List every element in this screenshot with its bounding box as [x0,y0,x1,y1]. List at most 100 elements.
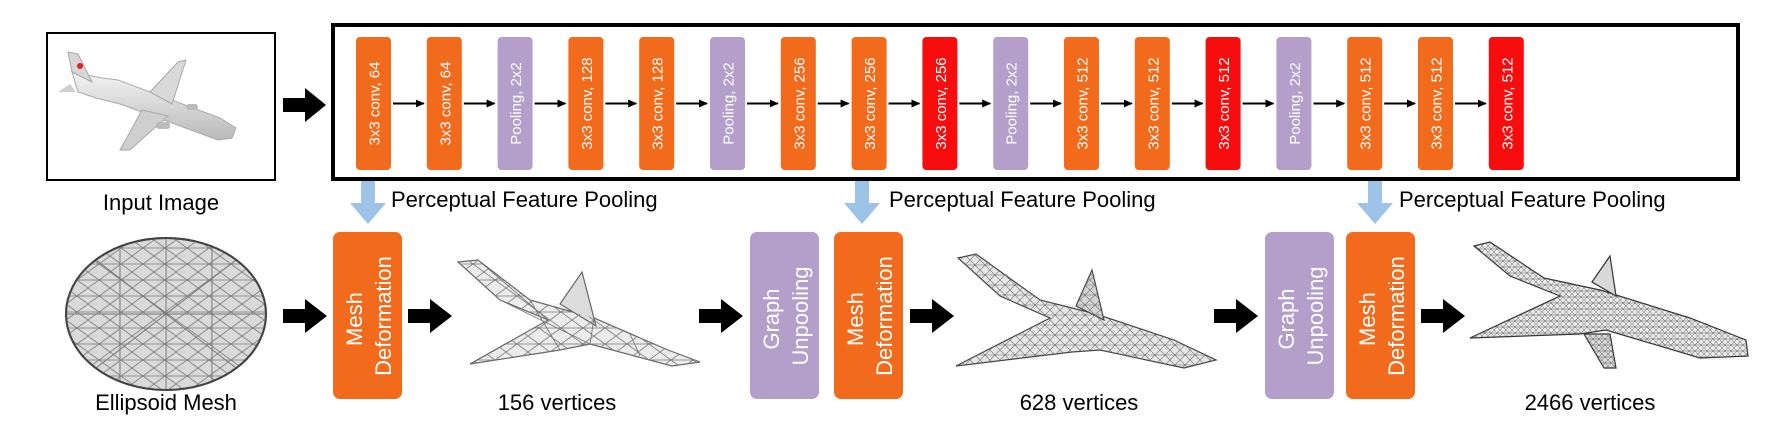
graph-unpooling-line-2: Unpooling [788,266,813,365]
perceptual-pooling-1: Perceptual Feature Pooling [350,181,658,224]
cnn-layer-label: 3x3 conv, 512 [1358,57,1375,149]
mesh-deformation-line-1: Mesh [1355,292,1380,346]
cnn-layer-box [497,37,533,170]
cnn-layer-box [426,37,462,170]
graph-unpooling-line-1: Graph [1274,288,1299,349]
medium-airplane-mesh-icon [955,253,1218,369]
cnn-layer-conv: 3x3 conv, 256 [851,37,887,170]
cnn-layer-label: Pooling, 2x2 [721,62,738,145]
cnn-layer-box [993,37,1029,170]
mesh-deformation-block-3: Mesh Deformation [1346,232,1415,399]
cnn-layer-conv: 3x3 conv, 64 [426,37,462,170]
vertices-label-3: 2466 vertices [1525,390,1656,415]
cnn-layer-label: 3x3 conv, 512 [1075,57,1092,149]
cnn-layer-box [922,37,958,170]
fine-airplane-mesh-icon [1469,241,1749,369]
cnn-layer-box [639,37,675,170]
vertices-label-2: 628 vertices [1020,390,1139,415]
cnn-layer-conv: 3x3 conv, 512 [1347,37,1383,170]
cnn-layer-label: 3x3 conv, 256 [933,57,950,149]
cnn-layer-label: 3x3 conv, 128 [579,57,596,149]
perceptual-pooling-label: Perceptual Feature Pooling [1399,187,1666,212]
feature-arrow-shaft [361,181,375,205]
cnn-layer-label: 3x3 conv, 128 [650,57,667,149]
feature-arrow-head [844,203,880,224]
cnn-layer-box [1205,37,1241,170]
cnn-layer-conv: 3x3 conv, 256 [922,37,958,170]
cnn-layers: 3x3 conv, 64 3x3 conv, 64 Pooling, 2x2 3x3 … [356,37,1524,170]
mesh-deformation-line-2: Deformation [872,256,897,376]
feature-arrow-head [350,203,386,224]
flow-arrow [408,299,452,333]
svg-text:Graph Unpooling: Graph Unpooling [759,266,813,365]
input-image [46,32,276,181]
airplane-photo-icon [58,51,237,151]
input-image-label: Input Image [103,190,219,215]
cnn-layer-box [356,37,391,170]
svg-text:Graph Unpooling: Graph Unpooling [1274,266,1328,365]
perceptual-pooling-2: Perceptual Feature Pooling [844,181,1156,224]
mesh-deformation-line-1: Mesh [843,292,868,346]
cnn-layer-conv: 3x3 conv, 512 [1205,37,1241,170]
svg-text:Mesh Deformation: Mesh Deformation [342,256,396,376]
perceptual-pooling-label: Perceptual Feature Pooling [889,187,1156,212]
mesh-deformation-line-2: Deformation [1384,256,1409,376]
feature-arrow-head [1357,203,1393,224]
flow-arrow [1214,299,1258,333]
mesh-deformation-block-1: Mesh Deformation [333,232,402,399]
cnn-layer-label: 3x3 conv, 256 [862,57,879,149]
cnn-layer-label: Pooling, 2x2 [1004,62,1021,145]
cnn-layer-pooling: Pooling, 2x2 [1276,37,1312,170]
input-to-cnn-arrow [283,88,326,122]
cnn-layer-conv: 3x3 conv, 512 [1134,37,1170,170]
flow-arrow [1421,299,1465,333]
cnn-layer-label: 3x3 conv, 256 [791,57,808,149]
graph-unpooling-line-2: Unpooling [1303,266,1328,365]
cnn-layer-label: 3x3 conv, 64 [437,62,454,146]
cnn-layer-label: 3x3 conv, 512 [1499,57,1516,149]
cnn-layer-box [568,37,604,170]
cnn-layer-box [1276,37,1312,170]
perceptual-pooling-label: Perceptual Feature Pooling [391,187,658,212]
cnn-layer-conv: 3x3 conv, 128 [639,37,675,170]
cnn-layer-conv: 3x3 conv, 64 [356,37,391,170]
mesh-deformation-line-1: Mesh [342,292,367,346]
cnn-layer-label: Pooling, 2x2 [508,62,525,145]
cnn-layer-conv: 3x3 conv, 512 [1418,37,1453,170]
flow-arrow [910,299,954,333]
mesh-deformation-line-2: Deformation [371,256,396,376]
coarse-airplane-mesh-icon [456,259,701,367]
cnn-layer-box [1064,37,1099,170]
feature-arrow-shaft [855,181,869,205]
cnn-layer-conv: 3x3 conv, 128 [568,37,604,170]
cnn-layer-label: Pooling, 2x2 [1287,62,1304,145]
mesh-deformation-block-2: Mesh Deformation [834,232,903,399]
cnn-layer-label: 3x3 conv, 64 [367,62,384,146]
cnn-layer-box [1134,37,1170,170]
cnn-layer-pooling: Pooling, 2x2 [993,37,1029,170]
cnn-frame [331,23,1740,181]
flow-arrow [283,299,327,333]
cnn-layer-box [780,37,816,170]
vertices-label-1: 156 vertices [498,390,617,415]
svg-text:Mesh Deformation: Mesh Deformation [843,256,897,376]
cnn-layer-box [1418,37,1453,170]
cnn-layer-conv: 3x3 conv, 512 [1064,37,1099,170]
cnn-layer-box [851,37,887,170]
cnn-layer-conv: 3x3 conv, 512 [1488,37,1524,170]
ellipsoid-mesh-icon [65,237,267,391]
graph-unpooling-block-1: Graph Unpooling [750,232,819,399]
feature-arrow-shaft [1368,181,1382,205]
cnn-layer-box [1488,37,1524,170]
graph-unpooling-block-2: Graph Unpooling [1265,232,1334,399]
ellipsoid-mesh-label: Ellipsoid Mesh [95,390,237,415]
cnn-layer-pooling: Pooling, 2x2 [710,37,745,170]
cnn-layer-pooling: Pooling, 2x2 [497,37,533,170]
cnn-layer-label: 3x3 conv, 512 [1145,57,1162,149]
flow-arrow [699,299,743,333]
cnn-layer-conv: 3x3 conv, 256 [780,37,816,170]
graph-unpooling-line-1: Graph [759,288,784,349]
cnn-layer-label: 3x3 conv, 512 [1216,57,1233,149]
cnn-layer-label: 3x3 conv, 512 [1429,57,1446,149]
